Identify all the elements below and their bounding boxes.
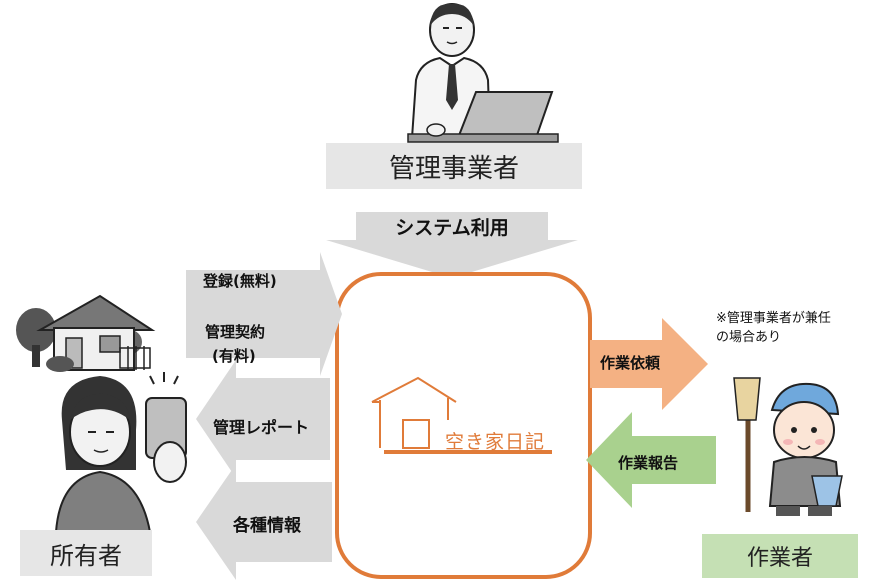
worker-illustration (733, 377, 843, 516)
register-label: 登録(無料) (203, 272, 277, 290)
work-report-arrow (586, 412, 716, 508)
register-contract-arrow (186, 252, 342, 376)
logo-house-icon (371, 376, 457, 449)
worker-label: 作業者 (746, 546, 813, 571)
logo-underline (384, 450, 552, 454)
manager-label-box (326, 143, 582, 189)
work-request-label: 作業依頼 (600, 354, 661, 372)
logo-text: 空き家日記 (445, 431, 546, 453)
manager-label: 管理事業者 (388, 153, 519, 184)
info-arrow (196, 464, 332, 580)
owner-label: 所有者 (50, 541, 122, 570)
concurrent-note-line1: ※管理事業者が兼任 (716, 311, 831, 326)
work-report-label: 作業報告 (618, 454, 679, 472)
system-use-label: システム利用 (395, 216, 509, 239)
concurrent-note-line2: の場合あり (716, 330, 782, 345)
info-label: 各種情報 (233, 516, 301, 536)
report-label: 管理レポート (213, 418, 310, 437)
worker-label-box (702, 534, 858, 578)
owner-illustration (54, 372, 187, 533)
owner-label-box (20, 530, 152, 576)
house-illustration (16, 294, 156, 372)
system-box (335, 272, 592, 579)
work-request-arrow (590, 318, 708, 410)
contract-label-line2: (有料) (212, 347, 256, 365)
report-arrow (196, 360, 330, 478)
manager-illustration (407, 3, 559, 143)
contract-label-line1: 管理契約 (205, 323, 266, 341)
system-use-arrow (326, 212, 578, 278)
